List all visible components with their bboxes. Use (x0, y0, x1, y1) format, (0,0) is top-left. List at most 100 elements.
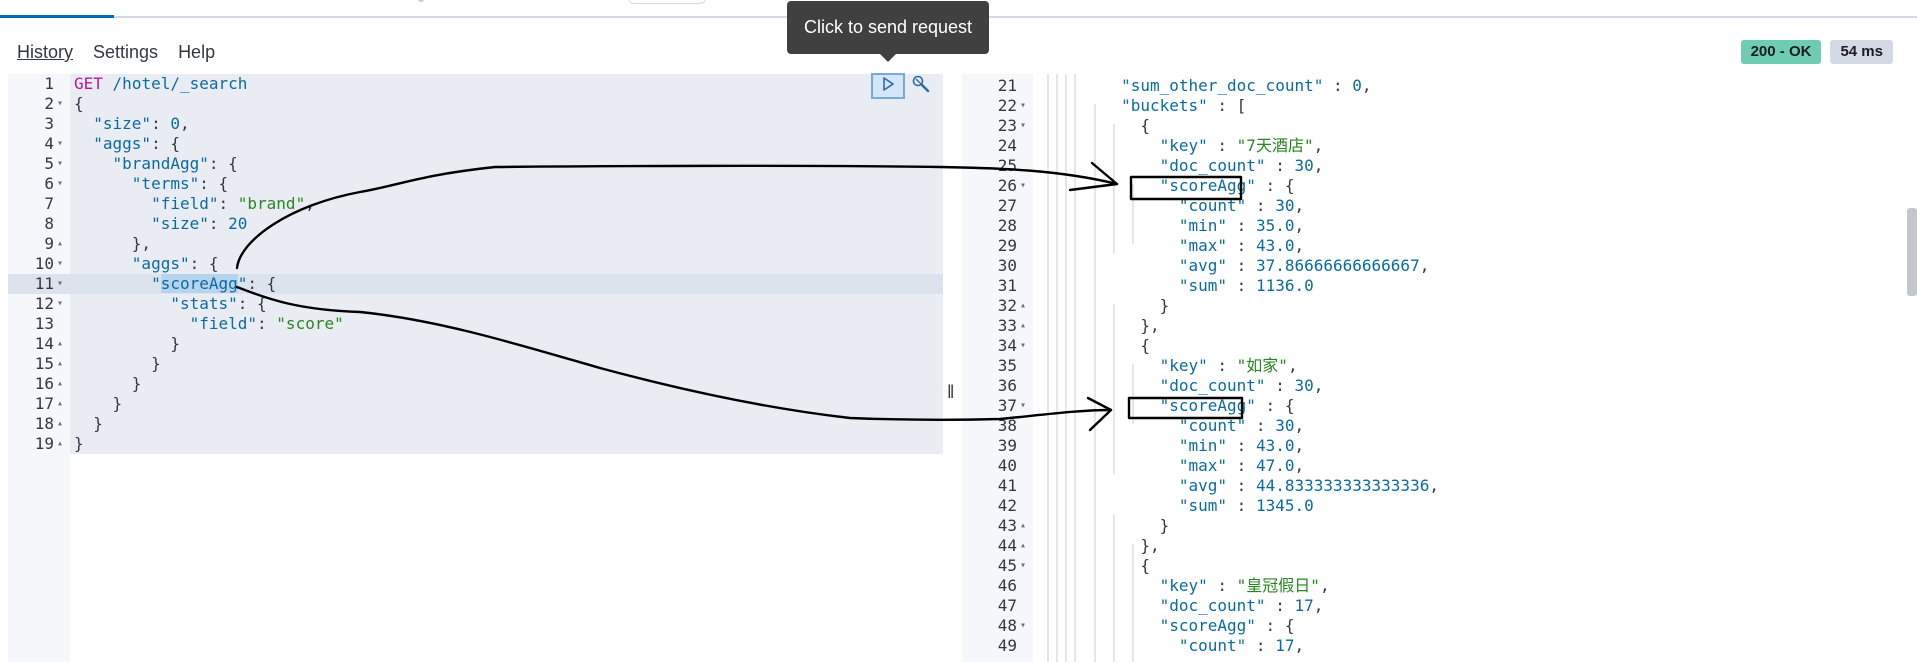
code-line[interactable]: 47 "doc_count" : 17, (962, 596, 1917, 616)
code-line[interactable]: 5▾ "brandAgg": { (8, 154, 943, 174)
code-line[interactable]: 7 "field": "brand", (8, 194, 943, 214)
fold-open-icon[interactable]: ▾ (57, 298, 64, 309)
fold-close-icon[interactable]: ▴ (57, 418, 64, 429)
code-text: { (1044, 336, 1150, 355)
line-number: 1 (44, 74, 54, 93)
code-line[interactable]: 6▾ "terms": { (8, 174, 943, 194)
code-line[interactable]: 2▾{ (8, 94, 943, 114)
fold-open-icon[interactable]: ▾ (1020, 100, 1027, 111)
fold-open-icon[interactable]: ▾ (57, 158, 64, 169)
code-line[interactable]: 34▾ { (962, 336, 1917, 356)
fold-open-icon[interactable]: ▾ (1020, 340, 1027, 351)
resize-grip-icon[interactable]: ‖ (947, 382, 955, 402)
top-button[interactable] (628, 0, 706, 4)
code-line[interactable]: 48▾ "scoreAgg" : { (962, 616, 1917, 636)
code-text: "scoreAgg" : { (1159, 396, 1295, 415)
code-line[interactable]: 35 "key" : "如家", (962, 356, 1917, 376)
code-line[interactable]: 30 "avg" : 37.86666666666667, (962, 256, 1917, 276)
code-line[interactable]: 18▴ } (8, 414, 943, 434)
code-line[interactable]: 28 "min" : 35.0, (962, 216, 1917, 236)
code-line[interactable]: 33▴ }, (962, 316, 1917, 336)
code-text: "field": "score" (189, 314, 344, 333)
code-line[interactable]: 24 "key" : "7天酒店", (962, 136, 1917, 156)
fold-close-icon[interactable]: ▴ (1020, 540, 1027, 551)
code-line[interactable]: 46 "key" : "皇冠假日", (962, 576, 1917, 596)
settings-link[interactable]: Settings (93, 42, 159, 62)
fold-open-icon[interactable]: ▾ (1020, 120, 1027, 131)
fold-open-icon[interactable]: ▾ (57, 138, 64, 149)
code-line[interactable]: 14▴ } (8, 334, 943, 354)
code-line[interactable]: 16▴ } (8, 374, 943, 394)
code-line[interactable]: 22▾ "buckets" : [ (962, 96, 1917, 116)
fold-open-icon[interactable]: ▾ (57, 258, 64, 269)
fold-close-icon[interactable]: ▴ (57, 338, 64, 349)
code-line[interactable]: 31 "sum" : 1136.0 (962, 276, 1917, 296)
code-line[interactable]: 13 "field": "score" (8, 314, 943, 334)
code-line[interactable]: 17▴ } (8, 394, 943, 414)
fold-close-icon[interactable]: ▴ (1020, 520, 1027, 531)
line-number: 36 (997, 376, 1017, 395)
fold-close-icon[interactable]: ▴ (57, 378, 64, 389)
code-line[interactable]: 21 "sum_other_doc_count" : 0, (962, 76, 1917, 96)
code-line[interactable]: 39 "min" : 43.0, (962, 436, 1917, 456)
fold-close-icon[interactable]: ▴ (57, 398, 64, 409)
code-line[interactable]: 45▾ { (962, 556, 1917, 576)
code-line[interactable]: 44▴ }, (962, 536, 1917, 556)
code-text: "field": "brand", (151, 194, 315, 213)
code-line[interactable]: 27 "count" : 30, (962, 196, 1917, 216)
fold-close-icon[interactable]: ▴ (1020, 320, 1027, 331)
code-line[interactable]: 9▴ }, (8, 234, 943, 254)
line-number: 46 (997, 576, 1017, 595)
fold-close-icon[interactable]: ▴ (57, 438, 64, 449)
fold-open-icon[interactable]: ▾ (1020, 180, 1027, 191)
fold-close-icon[interactable]: ▴ (57, 238, 64, 249)
code-line[interactable]: 32▴ } (962, 296, 1917, 316)
code-text: } (74, 354, 161, 373)
code-line[interactable]: 37▾ "scoreAgg" : { (962, 396, 1917, 416)
code-line[interactable]: 15▴ } (8, 354, 943, 374)
fold-open-icon[interactable]: ▾ (57, 98, 64, 109)
fold-close-icon[interactable]: ▴ (1020, 300, 1027, 311)
code-line[interactable]: 3 "size": 0, (8, 114, 943, 134)
request-options-button[interactable] (909, 74, 933, 98)
line-number: 31 (997, 276, 1017, 295)
code-line[interactable]: 10▾ "aggs": { (8, 254, 943, 274)
code-line[interactable]: 25 "doc_count" : 30, (962, 156, 1917, 176)
code-line[interactable]: 4▾ "aggs": { (8, 134, 943, 154)
code-text: } (74, 394, 123, 413)
code-line[interactable]: 19▴} (8, 434, 943, 454)
history-link[interactable]: History (17, 42, 74, 62)
code-line[interactable]: 36 "doc_count" : 30, (962, 376, 1917, 396)
response-scrollbar[interactable] (1907, 208, 1917, 296)
code-line[interactable]: 29 "max" : 43.0, (962, 236, 1917, 256)
code-line[interactable]: 40 "max" : 47.0, (962, 456, 1917, 476)
code-line[interactable]: 8 "size": 20 (8, 214, 943, 234)
request-gutter (8, 74, 70, 662)
help-link[interactable]: Help (178, 42, 216, 62)
code-line[interactable]: 41 "avg" : 44.833333333333336, (962, 476, 1917, 496)
code-text: } (74, 334, 180, 353)
code-text: GET /hotel/_search (74, 74, 248, 93)
fold-open-icon[interactable]: ▾ (1020, 400, 1027, 411)
code-text: "max" : 43.0, (1178, 236, 1305, 255)
code-line[interactable]: 49 "count" : 17, (962, 636, 1917, 656)
send-request-button[interactable] (871, 73, 905, 99)
code-line[interactable]: 42 "sum" : 1345.0 (962, 496, 1917, 516)
code-line[interactable]: 38 "count" : 30, (962, 416, 1917, 436)
code-line[interactable]: 43▴ } (962, 516, 1917, 536)
fold-open-icon[interactable]: ▾ (57, 278, 64, 289)
fold-open-icon[interactable]: ▾ (57, 178, 64, 189)
fold-close-icon[interactable]: ▴ (57, 358, 64, 369)
code-line[interactable]: 1 GET /hotel/_search (8, 74, 943, 94)
response-viewer[interactable]: 21 "sum_other_doc_count" : 0,22▾ "bucket… (962, 74, 1917, 662)
code-line[interactable]: 11▾ "scoreAgg": { (8, 274, 943, 294)
fold-open-icon[interactable]: ▾ (1020, 620, 1027, 631)
code-text: "count" : 30, (1178, 416, 1305, 435)
line-number: 37 (997, 396, 1017, 415)
pane-splitter[interactable]: ‖ (944, 74, 962, 662)
fold-open-icon[interactable]: ▾ (1020, 560, 1027, 571)
code-line[interactable]: 26▾ "scoreAgg" : { (962, 176, 1917, 196)
code-line[interactable]: 12▾ "stats": { (8, 294, 943, 314)
code-line[interactable]: 23▾ { (962, 116, 1917, 136)
